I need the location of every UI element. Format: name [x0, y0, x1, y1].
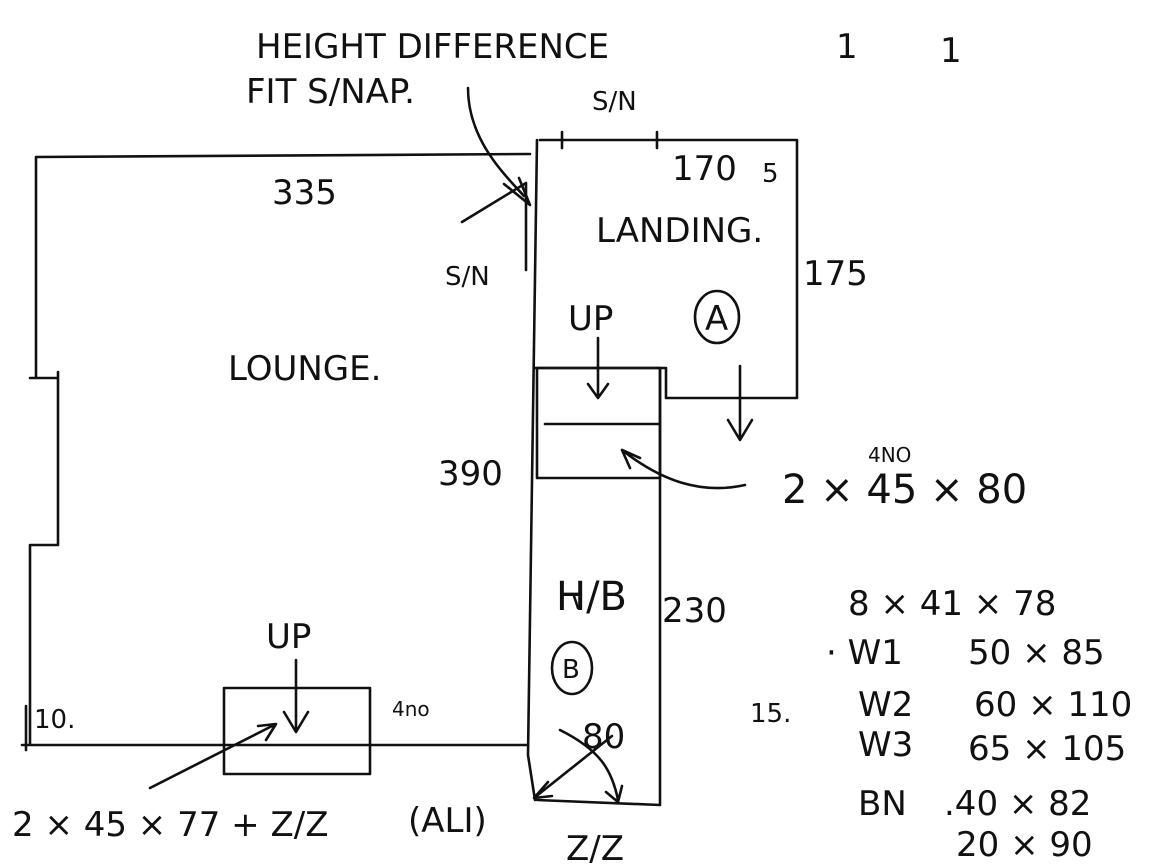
- dimension-175: 175: [803, 254, 868, 294]
- dimension-230: 230: [662, 591, 727, 631]
- schedule-id: · W1: [826, 633, 903, 673]
- landing-ticks: [560, 130, 659, 150]
- landing-label: LANDING.: [596, 211, 763, 251]
- zz-bottom-label: Z/Z: [566, 829, 624, 868]
- marker-a-label: A: [705, 299, 728, 339]
- corridor-left-wall: [526, 138, 539, 802]
- stair-top-callout: 2 × 45 × 80: [782, 467, 1027, 513]
- stair-box-top: [535, 366, 662, 480]
- ali-diagonal-arrow: [532, 734, 614, 800]
- up-label-top: UP: [568, 299, 613, 339]
- dimension-10: 10.: [34, 705, 75, 735]
- schedule-id: BN: [858, 784, 907, 824]
- sn-label-left: S/N: [445, 262, 490, 292]
- schedule-spec: 8 × 41 × 78: [848, 584, 1056, 624]
- ali-arc-arrow: [558, 728, 624, 804]
- stair-bottom-callout: 2 × 45 × 77 + Z/Z: [12, 805, 329, 845]
- marker-a-circle: [693, 289, 741, 345]
- schedule-spec: 50 × 85: [968, 633, 1105, 673]
- schedule-count: 15.: [750, 699, 791, 729]
- hb-label: H/B: [556, 574, 627, 620]
- dimension-390: 390: [438, 454, 503, 494]
- four-no-bottom: 4no: [392, 697, 430, 721]
- lounge-wall-outline: [20, 152, 532, 752]
- hb-arrow-mark: [572, 594, 580, 610]
- dimension-170: 170: [672, 149, 737, 189]
- four-no-top: 4NO: [868, 443, 911, 467]
- schedule-spec: 20 × 90: [956, 825, 1093, 865]
- stair-bottom-callout-arrow: [148, 722, 278, 790]
- stair-top-callout-arrow: [620, 448, 747, 490]
- schedule-spec: 60 × 110: [974, 685, 1132, 725]
- schedule-spec: .40 × 82: [944, 784, 1091, 824]
- fit-snap-note: FIT S/NAP.: [246, 72, 415, 112]
- dimension-335: 335: [272, 173, 337, 213]
- up-arrow-bottom: [282, 658, 310, 734]
- lounge-label: LOUNGE.: [228, 349, 381, 389]
- up-arrow-top: [586, 336, 610, 400]
- height-difference-note: HEIGHT DIFFERENCE: [256, 27, 609, 67]
- marker-b-circle: [550, 640, 594, 696]
- ali-label: (ALI): [408, 801, 487, 841]
- sn-door-swing: [460, 181, 528, 272]
- up-label-bottom: UP: [266, 617, 311, 657]
- schedule-id: W2: [858, 685, 913, 725]
- window-schedule: 8 × 41 × 78 · W1 50 × 85 15. W2 60 × 110…: [750, 584, 1132, 865]
- page-mark-1: 1: [836, 27, 858, 67]
- dimension-5: 5: [762, 159, 779, 189]
- marker-b-label: B: [562, 655, 580, 685]
- landing-wall-outline: [533, 138, 799, 400]
- page-mark-2: 1: [940, 31, 962, 71]
- schedule-spec: 65 × 105: [968, 729, 1126, 769]
- landing-down-arrow: [726, 364, 754, 442]
- schedule-id: W3: [858, 725, 913, 765]
- sn-label-top: S/N: [592, 87, 637, 117]
- ali-dimension: 80: [582, 717, 625, 757]
